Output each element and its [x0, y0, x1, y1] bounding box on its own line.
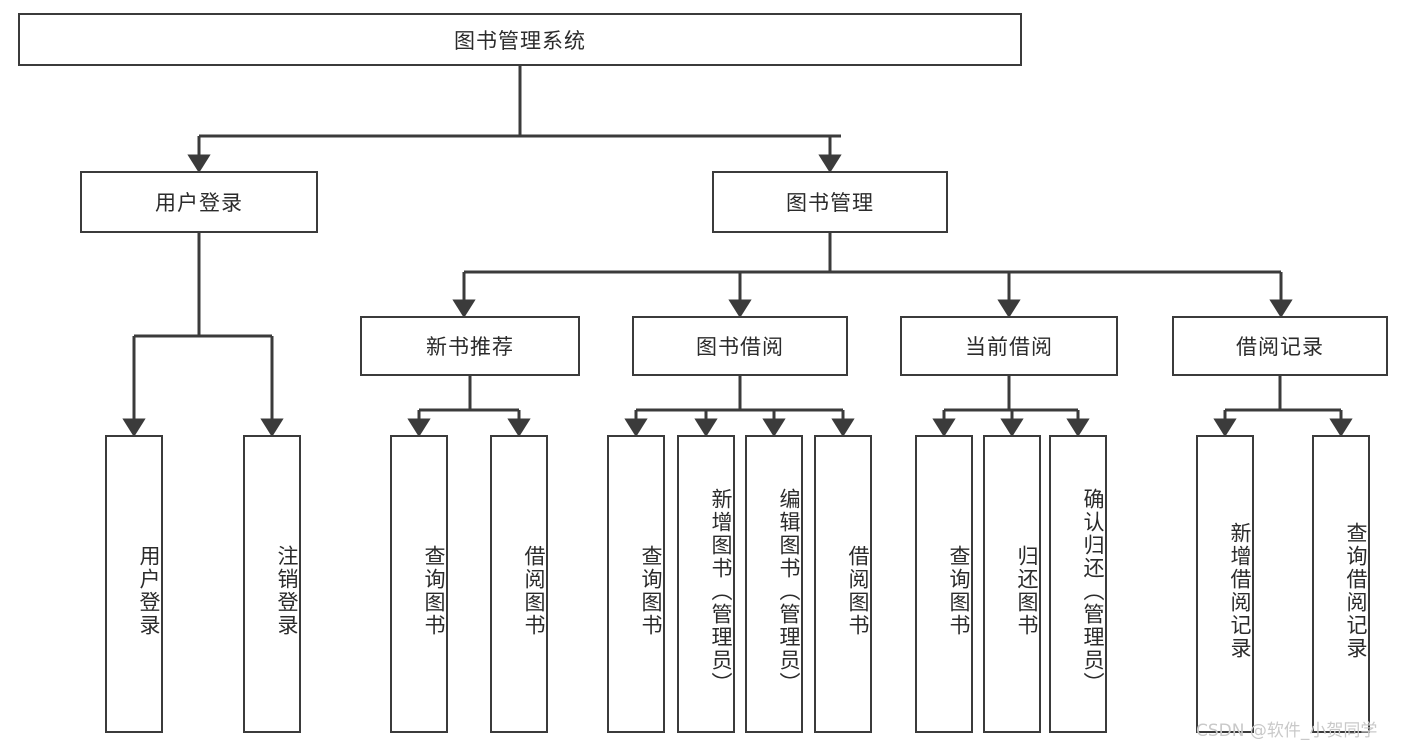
node-new-book-recommend[interactable]: 新书推荐 — [360, 316, 580, 376]
leaf-label: 查询图书 — [639, 545, 663, 637]
node-root-system[interactable]: 图书管理系统 — [18, 13, 1022, 66]
leaf-add-book-admin[interactable]: 新增图书（管理员） — [677, 435, 735, 733]
leaf-label: 借阅图书 — [846, 545, 870, 637]
node-current-borrow[interactable]: 当前借阅 — [900, 316, 1118, 376]
leaf-label: 归还图书 — [1015, 545, 1039, 637]
leaf-label: 查询借阅记录 — [1344, 522, 1368, 660]
leaf-label: 新增图书（管理员） — [709, 487, 733, 695]
leaf-return-book[interactable]: 归还图书 — [983, 435, 1041, 733]
leaf-label: 用户登录 — [137, 545, 161, 637]
leaf-label: 新增借阅记录 — [1228, 522, 1252, 660]
leaf-query-book-recommend[interactable]: 查询图书 — [390, 435, 448, 733]
node-borrow-record[interactable]: 借阅记录 — [1172, 316, 1388, 376]
leaf-confirm-return-admin[interactable]: 确认归还（管理员） — [1049, 435, 1107, 733]
leaf-label: 借阅图书 — [522, 545, 546, 637]
leaf-user-login[interactable]: 用户登录 — [105, 435, 163, 733]
leaf-label: 编辑图书（管理员） — [777, 487, 801, 695]
leaf-borrow-book[interactable]: 借阅图书 — [814, 435, 872, 733]
leaf-logout-login[interactable]: 注销登录 — [243, 435, 301, 733]
node-book-management[interactable]: 图书管理 — [712, 171, 948, 233]
node-user-login[interactable]: 用户登录 — [80, 171, 318, 233]
leaf-label: 确认归还（管理员） — [1081, 487, 1105, 695]
csdn-watermark: CSDN @软件_小贺同学 — [1196, 721, 1378, 741]
leaf-edit-book-admin[interactable]: 编辑图书（管理员） — [745, 435, 803, 733]
leaf-query-borrow-record[interactable]: 查询借阅记录 — [1312, 435, 1370, 733]
leaf-label: 查询图书 — [422, 545, 446, 637]
leaf-borrow-book-recommend[interactable]: 借阅图书 — [490, 435, 548, 733]
leaf-query-book-current[interactable]: 查询图书 — [915, 435, 973, 733]
leaf-label: 查询图书 — [947, 545, 971, 637]
node-book-borrow[interactable]: 图书借阅 — [632, 316, 848, 376]
leaf-label: 注销登录 — [275, 545, 299, 637]
leaf-query-book-borrow[interactable]: 查询图书 — [607, 435, 665, 733]
leaf-add-borrow-record[interactable]: 新增借阅记录 — [1196, 435, 1254, 733]
